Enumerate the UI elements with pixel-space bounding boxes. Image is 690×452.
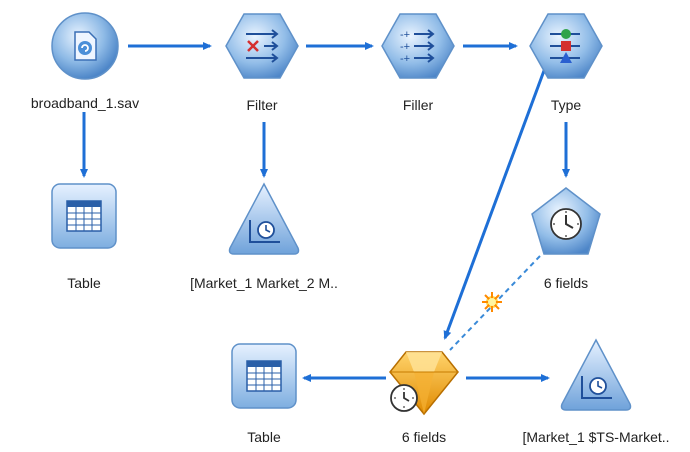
time-intervals-node-label: 6 fields [543, 275, 589, 291]
gem-icon [389, 351, 459, 416]
clock-icon [550, 208, 582, 240]
type-node-label: Type [550, 97, 582, 113]
clock-badge-icon [390, 384, 418, 412]
svg-text:-+: -+ [400, 29, 410, 41]
filler-node-label: Filler [402, 97, 434, 113]
table-icon [66, 200, 102, 232]
model-nugget-label: 6 fields [401, 429, 447, 445]
type-node[interactable] [526, 6, 606, 86]
table-node-label: Table [67, 275, 101, 291]
filler-icon: -+ -+ -+ [400, 29, 435, 65]
filler-node[interactable]: -+ -+ -+ [378, 6, 458, 86]
timeplot-node[interactable] [556, 338, 636, 418]
filter-node[interactable] [222, 6, 302, 86]
model-nugget[interactable] [384, 340, 464, 420]
table-icon [246, 360, 282, 392]
time-intervals-node[interactable] [526, 182, 606, 262]
table-node[interactable] [224, 336, 304, 416]
spss-file-icon [74, 31, 97, 61]
type-icon [550, 29, 580, 63]
source-node[interactable] [45, 6, 125, 86]
filter-icon [246, 29, 279, 63]
timeplot-node-label: [Market_1 Market_2 M.. [190, 275, 338, 291]
timeplot-node-label: [Market_1 $TS-Market.. [522, 429, 670, 445]
svg-text:-+: -+ [400, 53, 410, 65]
filter-node-label: Filter [246, 97, 278, 113]
source-node-label: broadband_1.sav [30, 95, 140, 111]
timeplot-node[interactable] [224, 182, 304, 262]
link-type-model[interactable] [443, 67, 547, 340]
time-plot-icon [581, 376, 612, 399]
refresh-sparkle-icon [482, 292, 502, 312]
svg-text:-+: -+ [400, 41, 410, 53]
time-plot-icon [249, 220, 280, 243]
table-node-label: Table [247, 429, 281, 445]
table-node[interactable] [44, 176, 124, 256]
